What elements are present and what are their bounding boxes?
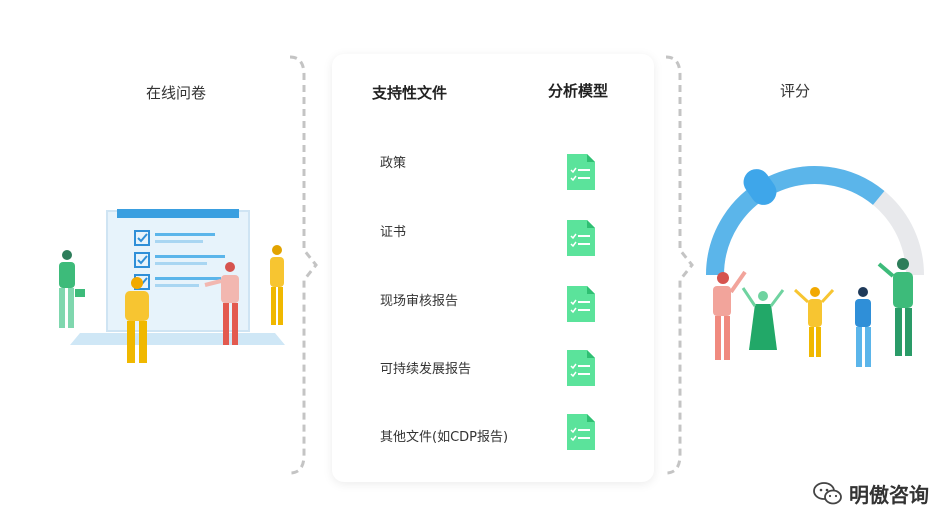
gauge-knob [743,169,777,205]
row-label-sustainability-report: 可持续发展报告 [380,362,472,377]
laptop-base [70,333,285,345]
row-label-onsite-audit-report: 现场审核报告 [380,294,459,309]
document-icon [567,414,595,450]
row-label-other-documents: 其他文件(如CDP报告) [380,430,509,445]
right-bracket [665,55,694,475]
person-teal [877,258,913,356]
laptop-header-bar [117,209,239,218]
row-label-certificate: 证书 [380,225,407,240]
left-title: 在线问卷 [146,84,207,102]
person-yellow [125,277,149,363]
watermark-text: 明傲咨询 [849,483,929,507]
analysis-panel [332,54,654,482]
person-red [204,262,239,345]
document-icon [567,220,595,256]
left-bracket [289,55,318,475]
right-title: 评分 [780,82,811,100]
document-icon [567,154,595,190]
gauge-fill [706,166,885,276]
person-pink [713,270,747,360]
person-green [59,250,85,328]
document-icon [567,350,595,386]
survey-laptop-illustration [59,209,285,363]
checklist-rows [134,230,225,290]
header-supporting-documents: 支持性文件 [372,84,448,102]
document-icon [567,286,595,322]
person-yellow-right [270,245,284,325]
header-analysis-model: 分析模型 [548,82,609,100]
row-label-policy: 政策 [380,156,407,171]
person-yellow-dancer [793,287,835,357]
score-gauge-illustration [706,166,924,367]
person-green-dress [741,287,785,350]
gauge-track [706,166,924,276]
watermark: 明傲咨询 [813,479,929,508]
person-blue [855,287,871,367]
wechat-icon [813,481,842,504]
